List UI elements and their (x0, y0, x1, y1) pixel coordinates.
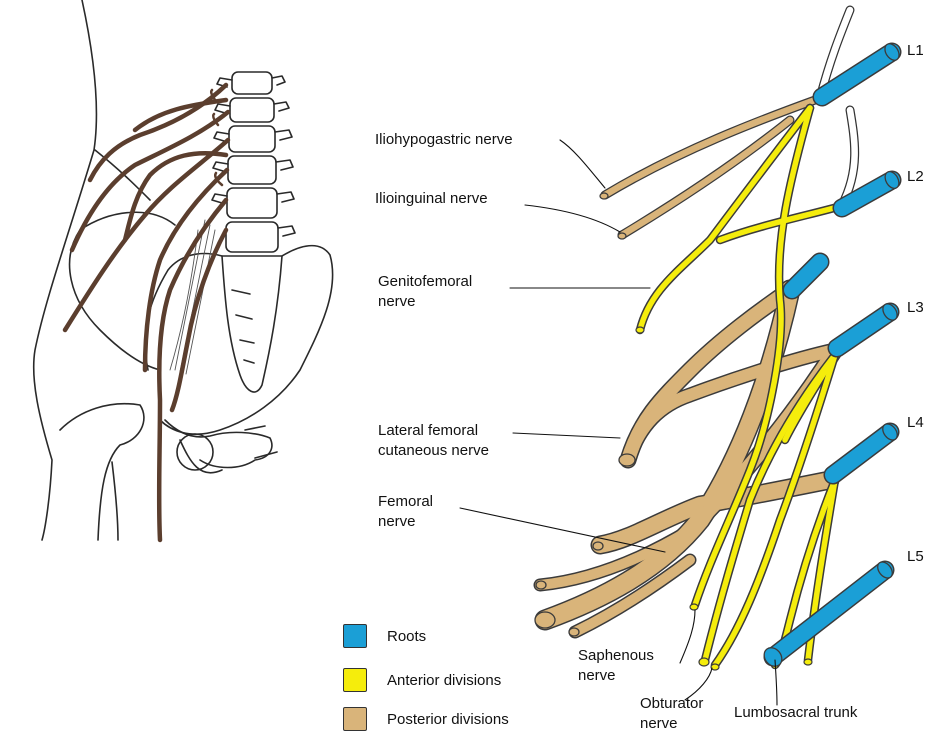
root-label-l2: L2 (907, 168, 924, 185)
label-genitofemoral-nerve-line2: nerve (378, 292, 416, 311)
root-label-l4: L4 (907, 414, 924, 431)
legend-swatch-roots (343, 624, 367, 648)
legend-label-posterior: Posterior divisions (387, 711, 509, 728)
root-label-l3: L3 (907, 299, 924, 316)
label-femoral-nerve-line2: nerve (378, 512, 416, 531)
leader-lines (460, 140, 777, 705)
label-lateral-femoral-cutaneous-line2: cutaneous nerve (378, 441, 489, 460)
legend-item-roots: Roots (343, 623, 426, 649)
plexus-schematic (460, 10, 902, 705)
label-saphenous-nerve-line2: nerve (578, 666, 616, 685)
legend-item-anterior: Anterior divisions (343, 667, 501, 693)
root-label-l5: L5 (907, 548, 924, 565)
legend-swatch-posterior (343, 707, 367, 731)
label-obturator-nerve-line2: nerve (640, 714, 678, 733)
label-lumbosacral-trunk: Lumbosacral trunk (734, 703, 857, 722)
legend-label-anterior: Anterior divisions (387, 672, 501, 689)
label-obturator-nerve-line1: Obturator (640, 694, 703, 713)
label-genitofemoral-nerve-line1: Genitofemoral (378, 272, 472, 291)
root-label-l1: L1 (907, 42, 924, 59)
legend-label-roots: Roots (387, 628, 426, 645)
label-lateral-femoral-cutaneous-line1: Lateral femoral (378, 421, 478, 440)
legend-item-posterior: Posterior divisions (343, 706, 509, 732)
label-saphenous-nerve-line1: Saphenous (578, 646, 654, 665)
label-femoral-nerve-line1: Femoral (378, 492, 433, 511)
label-ilioinguinal-nerve: Ilioinguinal nerve (375, 189, 488, 208)
anatomy-illustration (34, 0, 333, 540)
legend-swatch-anterior (343, 668, 367, 692)
label-iliohypogastric-nerve: Iliohypogastric nerve (375, 130, 513, 149)
